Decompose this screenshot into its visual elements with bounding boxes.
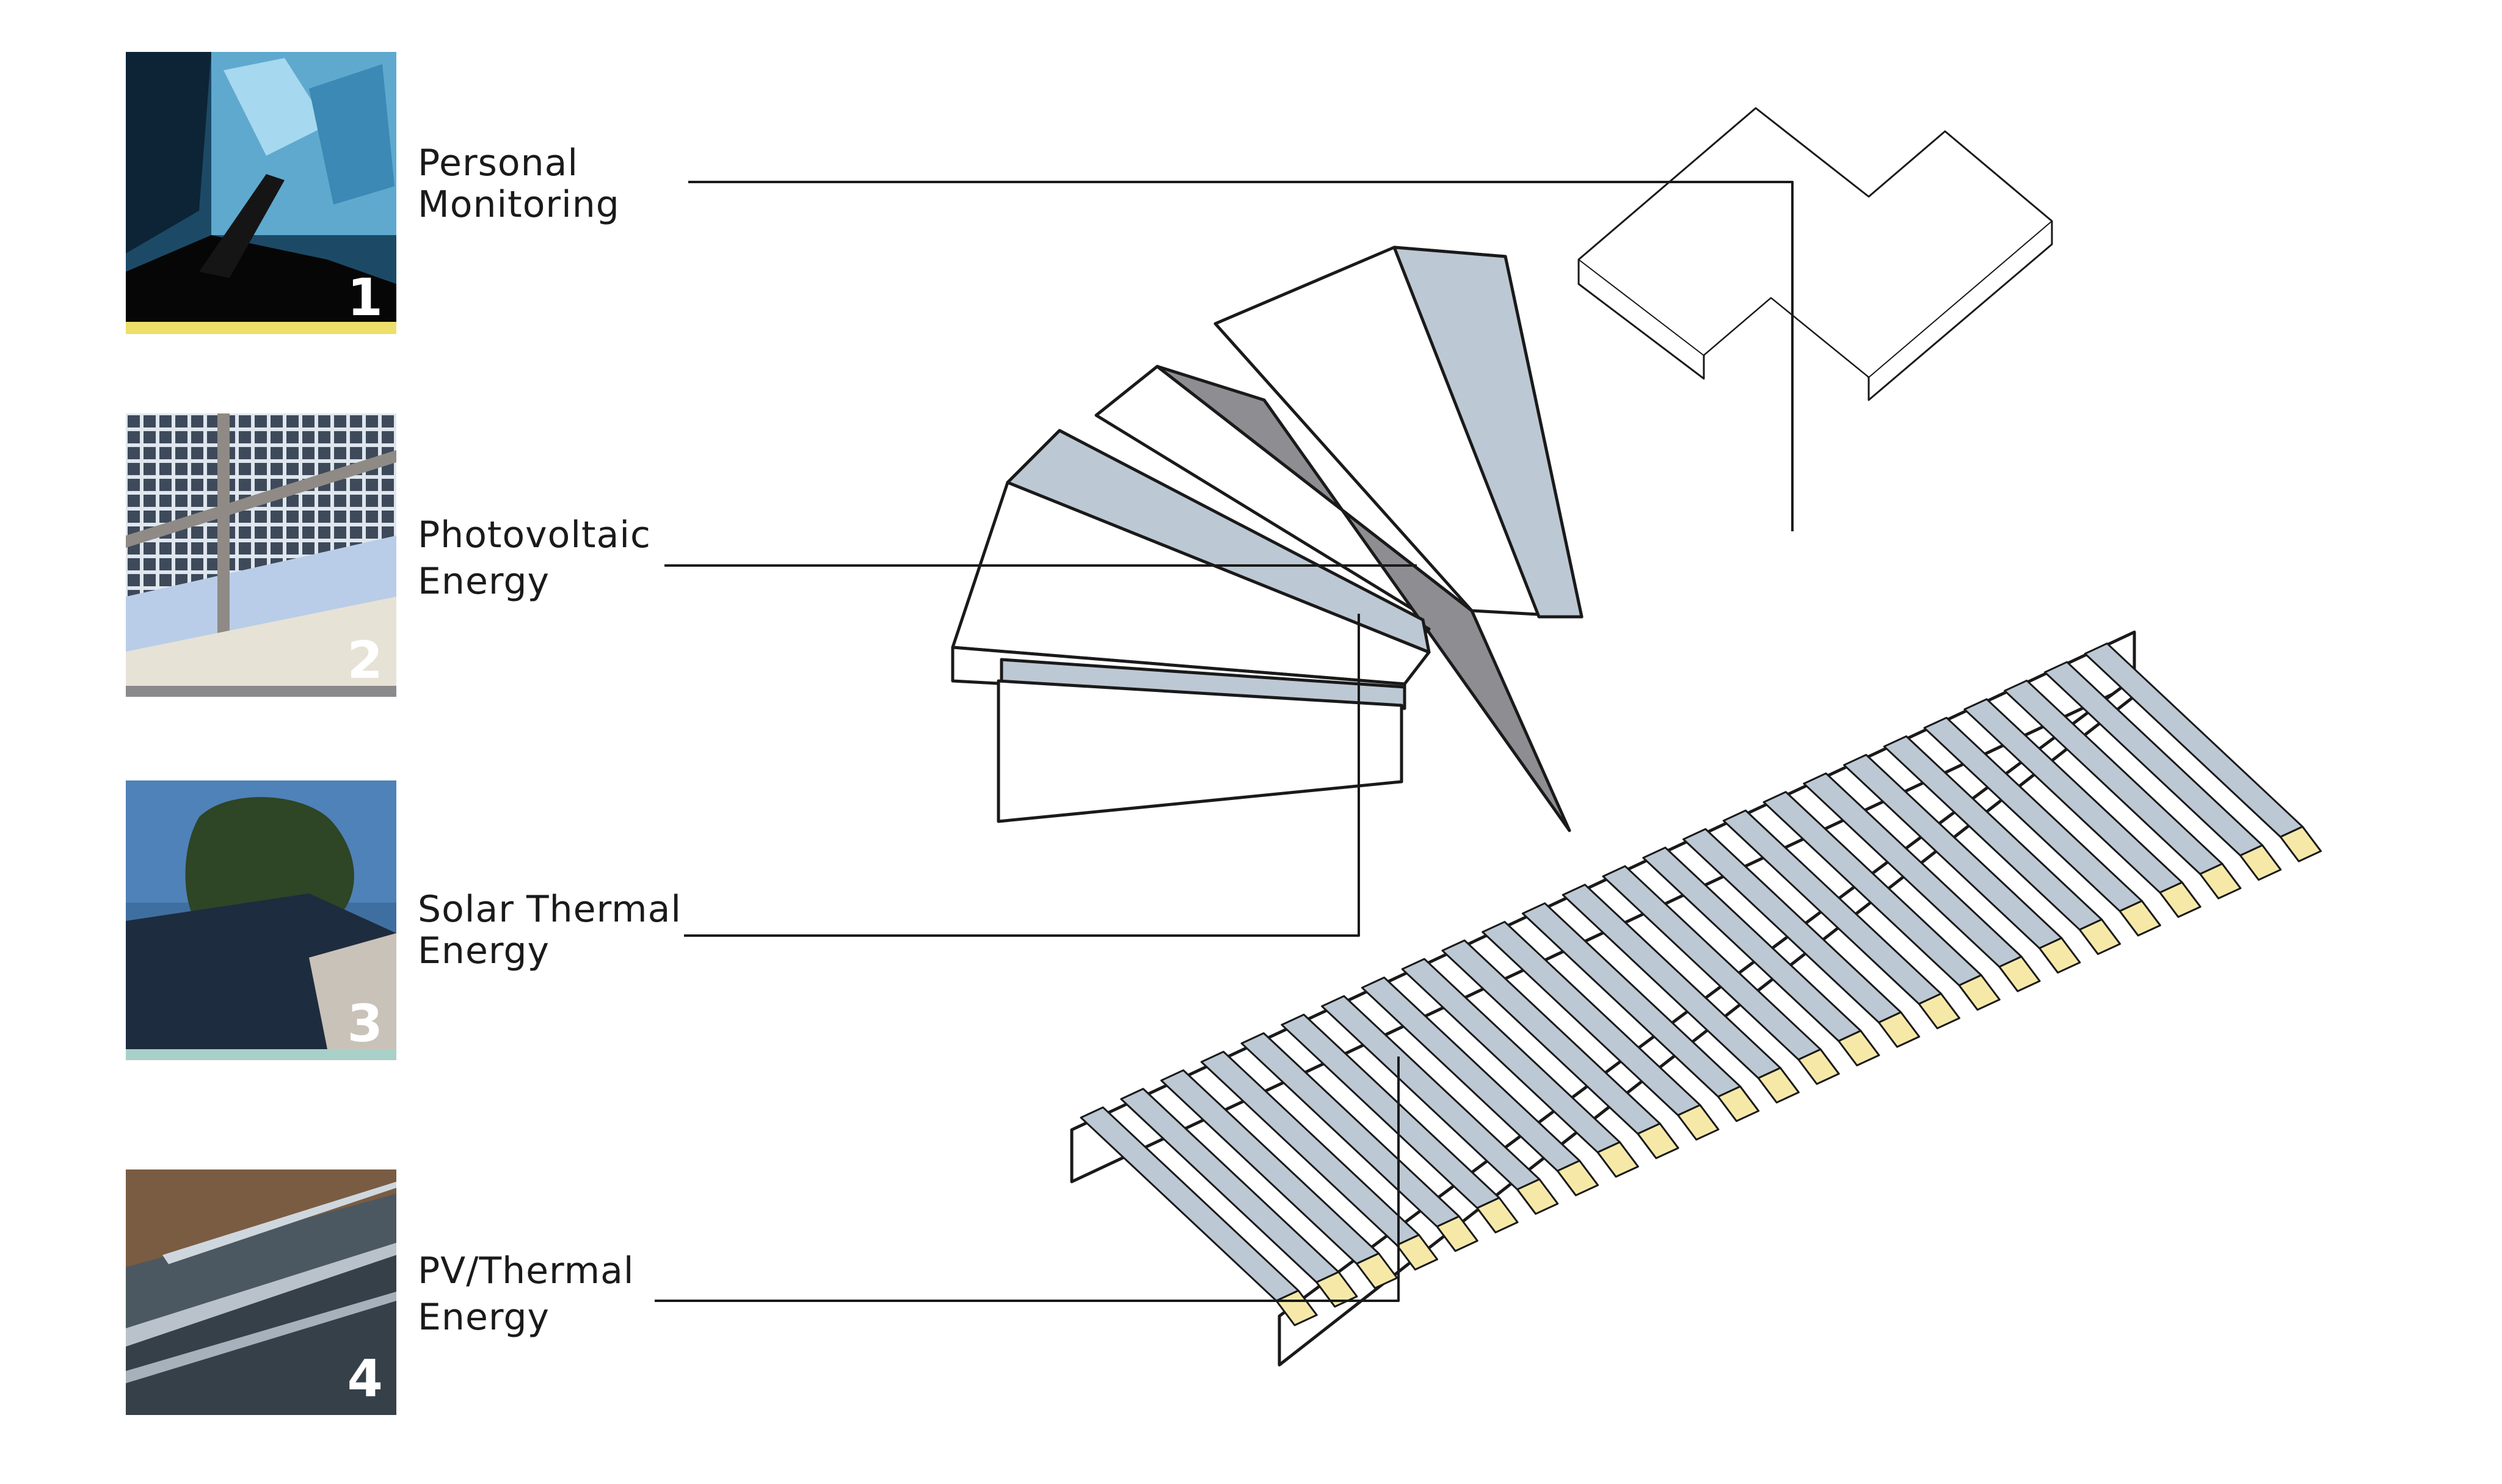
roof-insulation-cap [1717, 1085, 1760, 1122]
roof-insulation-cap [1637, 1122, 1679, 1160]
leader-line-4 [655, 1057, 1400, 1302]
roof-insulation-cap [2239, 844, 2282, 881]
label-line-2: Energy [418, 1296, 550, 1339]
thumbnail-photovoltaic: 2 [126, 413, 396, 697]
item-number-3: 3 [347, 994, 383, 1053]
label-line-1: Solar Thermal [418, 888, 682, 931]
leader-line-1 [688, 181, 1794, 531]
label-line-2: Energy [418, 560, 550, 603]
roof-insulation-cap [1275, 1289, 1318, 1326]
roof-insulation-cap [1797, 1048, 1840, 1085]
fan-panel-6 [997, 679, 1403, 823]
roof-insulation-cap [1838, 1030, 1880, 1067]
label-line-1: PV/Thermal [418, 1249, 635, 1292]
roof-insulation-cap [1918, 992, 1960, 1030]
roof-insulation-cap [2038, 937, 2081, 974]
roof-insulation-cap [1395, 1234, 1438, 1271]
roof-insulation-cap [1356, 1253, 1398, 1289]
thumbnail-personal-monitoring: 1 [126, 52, 396, 334]
solar-thermal-photo-icon [126, 780, 396, 1060]
item-number-1: 1 [347, 267, 383, 327]
label-line-1: Photovoltaic [418, 514, 651, 556]
label-pv-thermal: PV/Thermal Energy [418, 1248, 635, 1340]
roof-insulation-cap [1476, 1196, 1519, 1234]
label-line-2: Energy [418, 929, 550, 972]
label-photovoltaic: Photovoltaic Energy [418, 512, 651, 605]
roof-insulation-cap [2159, 881, 2202, 918]
item-number-2: 2 [347, 630, 383, 690]
leader-lines [655, 181, 1794, 1302]
pv-thermal-photo-icon [126, 1169, 396, 1415]
label-solar-thermal: Solar Thermal Energy [418, 889, 682, 972]
touchscreen-photo-icon [126, 52, 396, 334]
label-personal-monitoring: Personal Monitoring [418, 142, 620, 225]
roof-insulation-cap [1596, 1141, 1639, 1178]
roof-insulation-cap [2078, 918, 2122, 955]
leader-line-3 [684, 614, 1360, 937]
roof-insulation-cap [1677, 1104, 1720, 1141]
roof-insulation-cap [1757, 1067, 1800, 1104]
roof-insulation-cap [2279, 826, 2322, 862]
fan-panel-5 [1000, 658, 1406, 710]
label-line-1: Personal [418, 142, 579, 184]
thumbnail-pv-thermal: 4 [126, 1169, 396, 1415]
roof-insulation-cap [1516, 1178, 1559, 1215]
roof-insulation-cap [2118, 900, 2161, 937]
thumbnail-solar-thermal: 3 [126, 780, 396, 1060]
photovoltaic-photo-icon [126, 413, 396, 697]
roof-insulation-cap [1315, 1271, 1358, 1308]
house-outline [1577, 107, 2053, 401]
roof-insulation-cap [1556, 1160, 1599, 1196]
roof-ribs [1080, 642, 2322, 1326]
roof-insulation-cap [1436, 1215, 1478, 1252]
item-number-4: 4 [347, 1348, 383, 1408]
roof-insulation-cap [1878, 1011, 1921, 1048]
roof-insulation-cap [1998, 955, 2041, 992]
panel-fan [951, 246, 1584, 832]
roof-insulation-cap [1958, 974, 2001, 1011]
label-line-2: Monitoring [418, 183, 620, 226]
roof-insulation-cap [2199, 862, 2242, 900]
